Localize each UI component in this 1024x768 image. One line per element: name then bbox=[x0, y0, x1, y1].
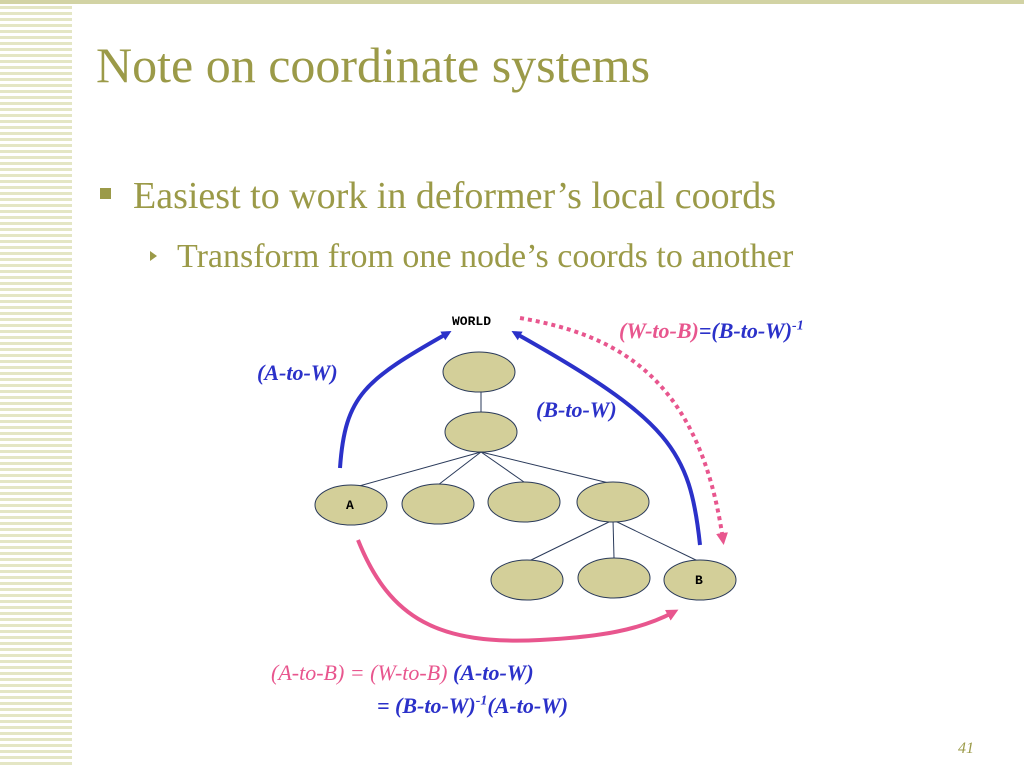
tree-node-leaf1 bbox=[490, 559, 564, 601]
tree-node-root bbox=[442, 351, 516, 393]
arrow-world-to-b bbox=[519, 316, 728, 545]
label-w-to-b: (W-to-B) bbox=[619, 318, 699, 343]
arrow-a-to-b bbox=[356, 539, 679, 643]
equation-line-1-blue: (A-to-W) bbox=[447, 660, 534, 685]
edge-node4-b bbox=[612, 519, 701, 563]
tree-node-child bbox=[444, 411, 518, 453]
equation-line-2-exponent: -1 bbox=[475, 693, 488, 709]
label-a-to-w: (A-to-W) bbox=[257, 360, 338, 385]
edge-child-node2 bbox=[437, 451, 482, 486]
arrow-b-to-world bbox=[511, 331, 702, 546]
arrow-a-to-world bbox=[338, 331, 452, 469]
page-number: 41 bbox=[958, 740, 974, 757]
tree-node-3 bbox=[487, 481, 561, 523]
inverse-exponent: -1 bbox=[792, 318, 804, 334]
equation-line-2: = (B-to-W)-1(A-to-W) bbox=[377, 693, 568, 719]
tree-node-4 bbox=[576, 481, 650, 523]
edge-child-a bbox=[351, 451, 482, 489]
bullet-level-2: Transform from one node’s coords to anot… bbox=[150, 238, 793, 276]
equation-line-1-pink: (A-to-B) = (W-to-B) bbox=[271, 660, 448, 685]
decorative-stripes bbox=[0, 0, 72, 768]
bullet-level-1: Easiest to work in deformer’s local coor… bbox=[100, 174, 776, 218]
world-label: WORLD bbox=[452, 314, 491, 329]
tree-node-leaf2 bbox=[577, 557, 651, 599]
tree-node-2 bbox=[401, 483, 475, 525]
triangle-bullet-icon bbox=[150, 251, 157, 262]
tree-edges bbox=[351, 390, 701, 563]
edge-node4-leaf2 bbox=[612, 519, 615, 559]
edge-node4-leaf1 bbox=[526, 519, 614, 563]
label-b-to-w: (B-to-W) bbox=[536, 397, 617, 422]
tree-node-a bbox=[314, 484, 388, 526]
equation-line-2-b: (A-to-W) bbox=[487, 693, 569, 718]
bullet-1-text: Easiest to work in deformer’s local coor… bbox=[133, 175, 777, 217]
bullet-2-text: Transform from one node’s coords to anot… bbox=[177, 238, 794, 275]
slide-title: Note on coordinate systems bbox=[96, 37, 651, 93]
label-b-to-w-inverse: =(B-to-W) bbox=[698, 318, 793, 343]
square-bullet-icon bbox=[100, 187, 111, 199]
tree-nodes bbox=[314, 351, 737, 601]
node-b-label: B bbox=[695, 573, 703, 588]
equation-line-1: (A-to-B) = (W-to-B) (A-to-W) bbox=[271, 660, 534, 686]
node-a-label: A bbox=[346, 498, 354, 513]
label-w-to-b-inverse: (W-to-B)=(B-to-W)-1 bbox=[619, 318, 804, 344]
edge-child-node4 bbox=[480, 451, 614, 485]
tree-node-b bbox=[663, 559, 737, 601]
top-rule bbox=[0, 0, 1024, 4]
equation-line-2-a: = (B-to-W) bbox=[377, 693, 476, 718]
edge-child-node3 bbox=[480, 451, 525, 483]
